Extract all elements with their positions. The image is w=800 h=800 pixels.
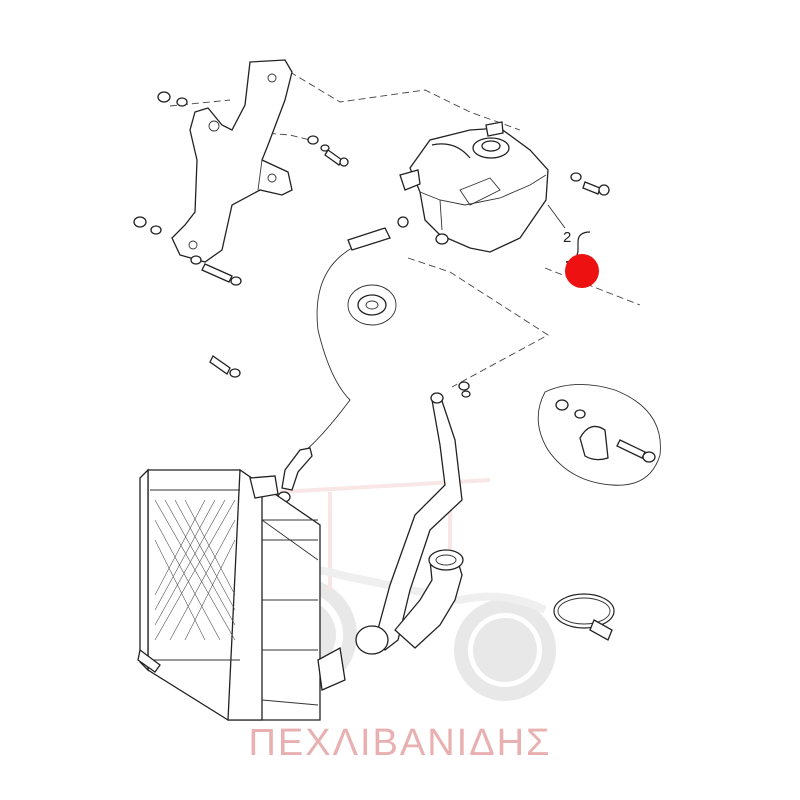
washer (574, 409, 586, 419)
expansion-tank (399, 121, 549, 253)
overflow-pipe (431, 143, 471, 159)
hose-clamp (430, 392, 444, 404)
bracket-hole (267, 173, 277, 183)
nut (397, 216, 409, 228)
bolt (201, 263, 242, 286)
leader-lines (169, 71, 641, 456)
nut (555, 399, 569, 411)
nut (570, 172, 582, 182)
tank-mounting-lug (399, 169, 421, 191)
coolant-hose (374, 381, 471, 651)
watermark-small-wheel (454, 599, 556, 701)
clamp-screw (589, 619, 613, 641)
hose-clip (579, 425, 609, 461)
upper-hose (277, 447, 313, 503)
bolt (582, 181, 610, 196)
mounting-bracket (171, 59, 293, 263)
nut (307, 135, 319, 145)
hose-clamp (355, 625, 389, 655)
bracket-hole (267, 73, 277, 83)
nut (461, 390, 471, 398)
bracket-hole (188, 240, 198, 250)
washer (320, 144, 330, 152)
clip-detail (537, 384, 661, 486)
band-clamp (553, 593, 615, 641)
grommet (357, 294, 387, 316)
callout-marker-dot (565, 254, 599, 288)
bolts-and-nuts (133, 91, 610, 378)
breather-hose (347, 227, 391, 251)
elbow-hose-opening (428, 549, 464, 571)
nut (157, 91, 171, 103)
bolt (324, 149, 349, 167)
tank-cap-top (485, 121, 504, 137)
nut (133, 216, 147, 228)
bolt (616, 439, 656, 463)
radiator-filler-neck (249, 475, 279, 499)
elbow-hose (355, 549, 464, 655)
radiator (137, 468, 346, 721)
radiator-outlet (317, 646, 346, 691)
washer (150, 225, 162, 235)
radiator-core-hatch (154, 499, 236, 641)
tank-outlet (435, 233, 449, 245)
bracket-hole (208, 120, 220, 132)
radiator-foot (137, 648, 161, 673)
washer (190, 255, 202, 265)
callout-number: 2 (563, 229, 571, 246)
watermark-text: ΠΕΧΛΙΒΑΝΙΔΗΣ (248, 722, 552, 764)
washer (176, 97, 188, 107)
nut (458, 381, 470, 391)
grommet-detail (347, 284, 397, 326)
callout-2: 2 (547, 204, 599, 288)
bolt (209, 355, 241, 378)
